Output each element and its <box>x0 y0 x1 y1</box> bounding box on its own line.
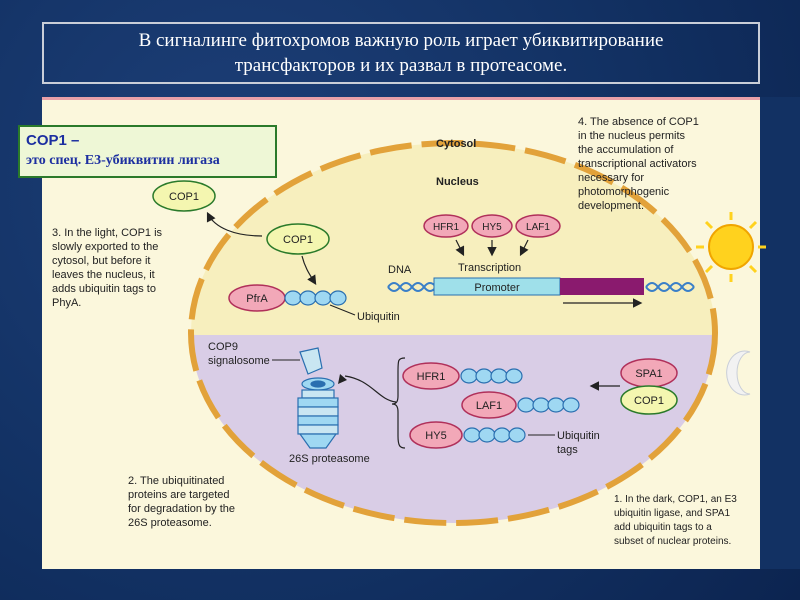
hfr1-top-label: HFR1 <box>433 222 460 233</box>
ubiquitin-tags-label: Ubiquitin <box>557 430 600 442</box>
tf-arrow <box>455 239 465 257</box>
note1-line: subset of nuclear proteins. <box>614 536 731 547</box>
cop9-label: COP9 <box>208 341 238 353</box>
pfra-protein: PfrA <box>228 284 286 312</box>
note1-line: ubiquitin ligase, and SPA1 <box>614 508 730 519</box>
protein-bracket <box>391 357 406 449</box>
note1-line: 1. In the dark, COP1, an E3 <box>614 494 737 505</box>
ubiquitin-pointer <box>329 304 356 316</box>
cop1-nucleus: COP1 <box>266 223 330 255</box>
ubiquitin-chain-hy5 <box>463 427 526 443</box>
note4-line: in the nucleus permits <box>578 130 685 142</box>
ubiquitin-chain-laf1 <box>517 397 580 413</box>
dna-helix-left <box>387 282 437 292</box>
hy5-tagged: HY5 <box>409 421 463 449</box>
hfr1-bottom-label: HFR1 <box>417 371 446 383</box>
note2-line: 2. The ubiquitinated <box>128 475 224 487</box>
spa1-label: SPA1 <box>635 368 662 380</box>
note4-line: development. <box>578 200 644 212</box>
dna-helix-right <box>645 282 695 292</box>
hy5-bottom-label: HY5 <box>425 430 446 442</box>
dna-label: DNA <box>388 264 412 276</box>
gene-region <box>560 278 644 295</box>
note3-line: leaves the nucleus, it <box>52 269 155 281</box>
nucleus <box>188 140 718 526</box>
transcription-label: Transcription <box>458 262 521 274</box>
nuclear-membrane <box>188 140 718 526</box>
laf1-top: LAF1 <box>515 214 561 238</box>
sun-icon <box>696 212 766 282</box>
ubiquitin-chain-hfr1 <box>460 368 523 384</box>
cop1-cytosol: COP1 <box>152 180 216 212</box>
export-arrow <box>206 211 263 237</box>
proteasome-26s <box>297 377 339 449</box>
moon-icon <box>726 350 751 396</box>
tf-arrow <box>519 239 529 257</box>
spa1: SPA1 <box>620 358 678 388</box>
note4-line: the accumulation of <box>578 144 674 156</box>
ubiquitin-label: Ubiquitin <box>357 311 400 323</box>
laf1-bottom-label: LAF1 <box>476 400 502 412</box>
note-4: 4. The absence of COP1 in the nucleus pe… <box>578 116 699 212</box>
cop1-cytosol-label: COP1 <box>169 191 199 203</box>
note2-line: for degradation by the <box>128 503 235 515</box>
hfr1-tagged: HFR1 <box>402 362 460 390</box>
laf1-top-label: LAF1 <box>526 222 550 233</box>
cop1-complex: COP1 <box>620 385 678 415</box>
cop1-definition-title: COP1 – <box>26 132 80 149</box>
proteasome-label: 26S proteasome <box>289 453 370 465</box>
sun-strip <box>760 97 800 569</box>
panel-top-border <box>42 97 775 100</box>
cytosol-label: Cytosol <box>436 138 476 150</box>
title-box: В сигналинге фитохромов важную роль игра… <box>42 22 760 84</box>
note-3: 3. In the light, COP1 is slowly exported… <box>52 227 163 309</box>
note4-line: necessary for <box>578 172 644 184</box>
promoter-label: Promoter <box>474 282 520 294</box>
laf1-tagged: LAF1 <box>461 391 517 419</box>
pfra-label: PfrA <box>246 293 268 305</box>
tagging-arrow <box>301 255 317 286</box>
cop1-definition-text: это спец. Е3-убиквитин лигаза <box>26 153 220 168</box>
ubiquitin-chain-pfra <box>284 290 347 306</box>
hy5-top-label: HY5 <box>482 222 502 233</box>
note3-line: 3. In the light, COP1 is <box>52 227 163 239</box>
note4-line: 4. The absence of COP1 <box>578 116 699 128</box>
slide-title: В сигналинге фитохромов важную роль игра… <box>138 30 664 76</box>
note4-line: photomorphogenic <box>578 186 670 198</box>
tags-label: tags <box>557 444 578 456</box>
cop1-complex-label: COP1 <box>634 395 664 407</box>
note3-line: cytosol, but before it <box>52 255 150 267</box>
hy5-top: HY5 <box>471 214 513 238</box>
cop1-definition-box: COP1 – это спец. Е3-убиквитин лигаза <box>18 125 277 178</box>
note-2: 2. The ubiquitinated proteins are target… <box>128 475 235 529</box>
note2-line: 26S proteasome. <box>128 517 212 529</box>
note3-line: PhyA. <box>52 297 81 309</box>
nucleus-label: Nucleus <box>436 176 479 188</box>
cop9-signalosome <box>299 347 323 375</box>
signalosome-label: signalosome <box>208 355 270 367</box>
note-1: 1. In the dark, COP1, an E3 ubiquitin li… <box>614 494 737 547</box>
cop1-nucleus-label: COP1 <box>283 234 313 246</box>
note1-line: add ubiquitin tags to a <box>614 522 712 533</box>
hfr1-top: HFR1 <box>423 214 469 238</box>
note3-line: adds ubiquitin tags to <box>52 283 156 295</box>
note3-line: slowly exported to the <box>52 241 158 253</box>
note2-line: proteins are targeted <box>128 489 230 501</box>
degradation-arrowhead <box>338 374 347 384</box>
note4-line: transcriptional activators <box>578 158 697 170</box>
degradation-arrow <box>344 375 397 403</box>
